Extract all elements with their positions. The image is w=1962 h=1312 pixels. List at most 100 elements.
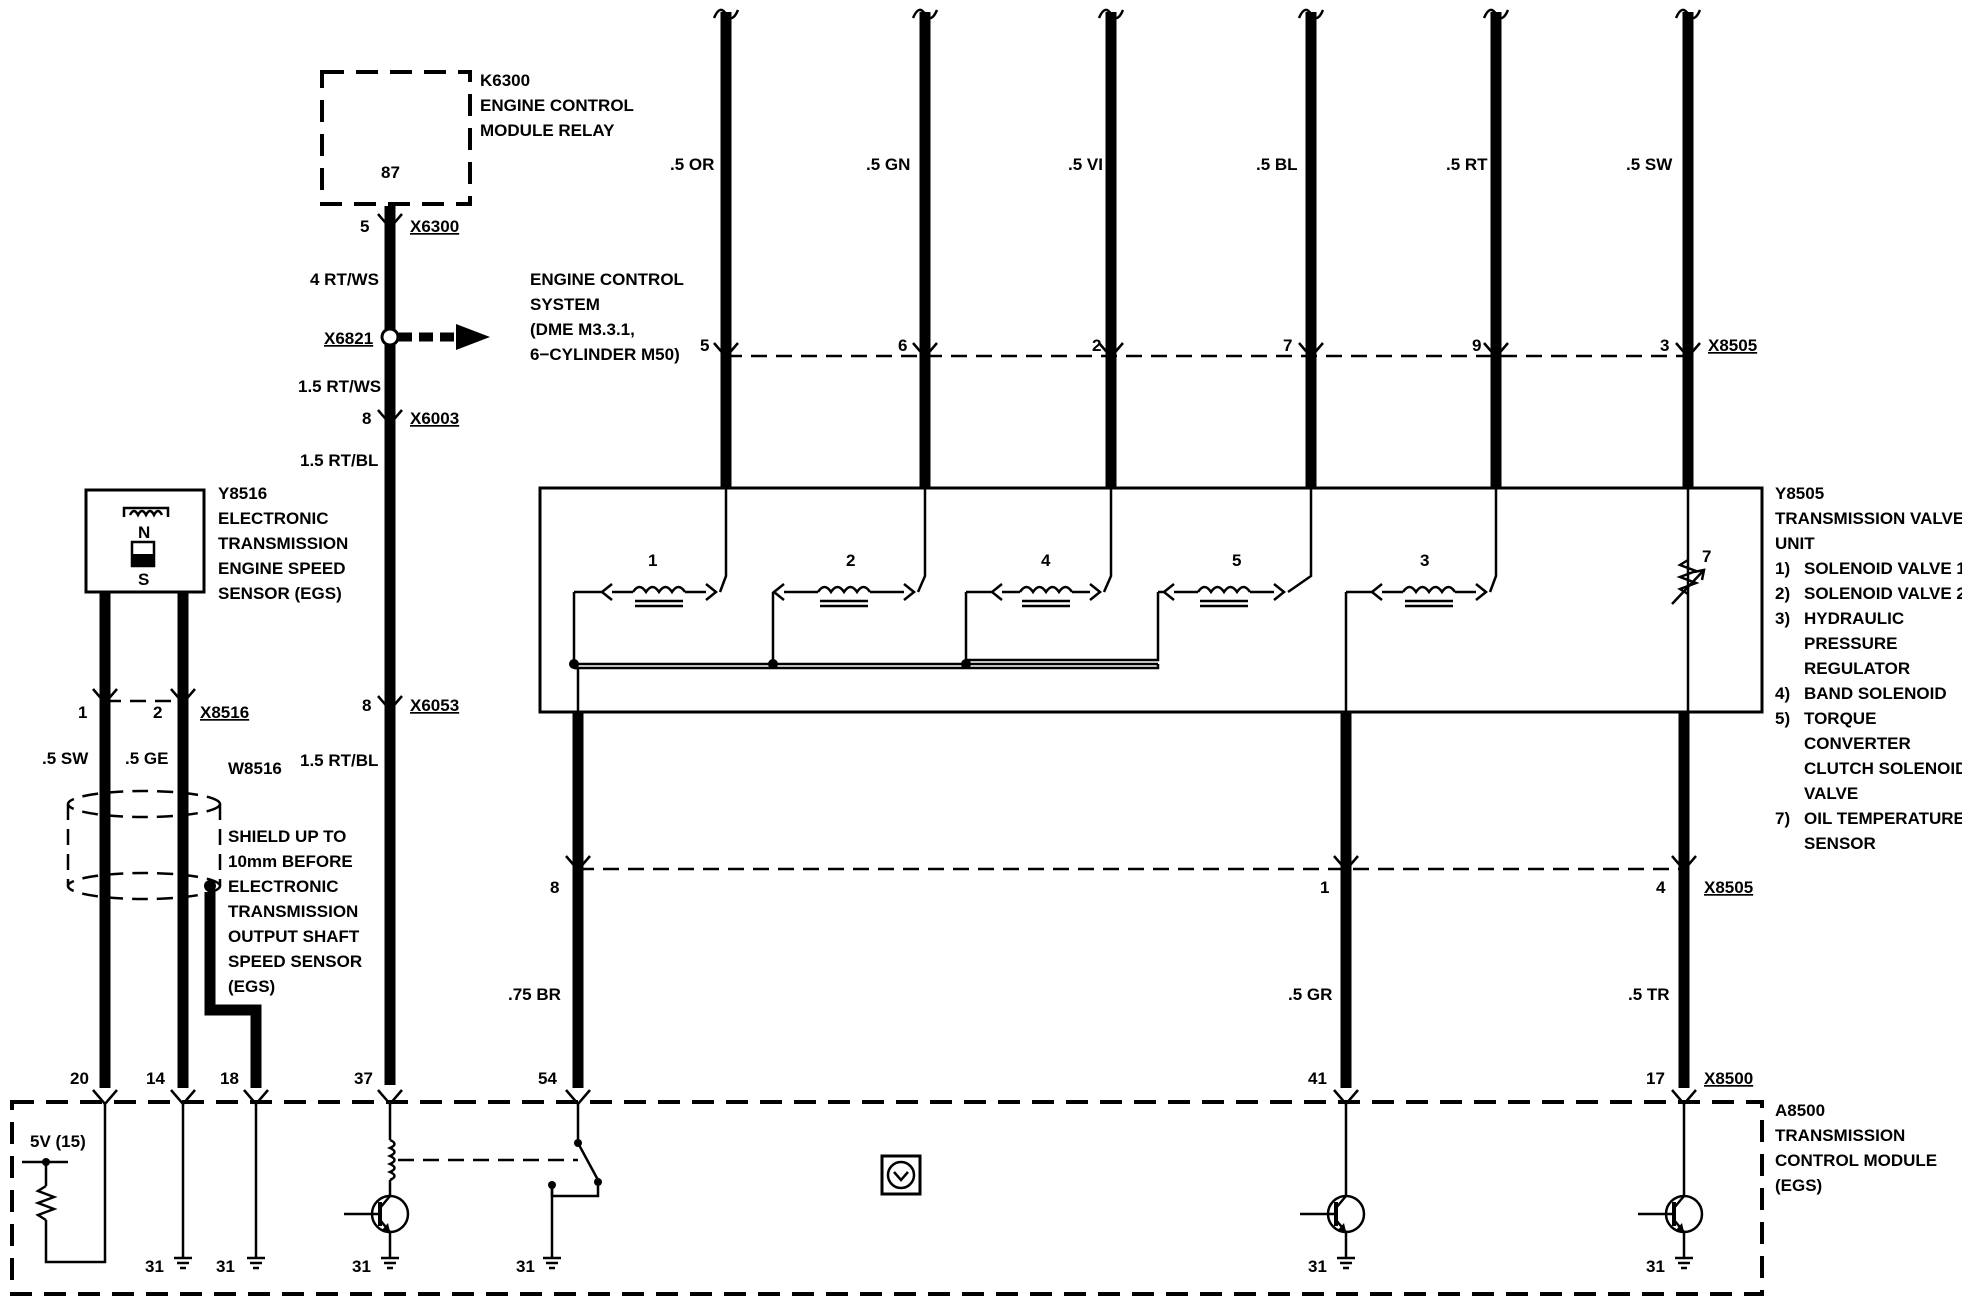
- shield-line4: TRANSMISSION: [228, 902, 358, 921]
- wire-break: [1674, 8, 1702, 20]
- ground-label: 31: [352, 1257, 371, 1276]
- module-line1: TRANSMISSION: [1775, 1126, 1905, 1145]
- valve-unit-box: [538, 486, 1764, 714]
- wire-15rtbl-a: 1.5 RT/BL: [300, 451, 378, 470]
- shield-line2: 10mm BEFORE: [228, 852, 353, 871]
- solenoid-arrow: [1273, 583, 1287, 601]
- top-wire-3-pin: 7: [1283, 336, 1292, 355]
- module-internal-wiring: [22, 1104, 1686, 1264]
- legend-text: TORQUE: [1804, 709, 1876, 728]
- resistor-icon: [34, 1184, 58, 1222]
- transistor-icon: [1638, 1194, 1704, 1258]
- solenoid-coil-icon: [1018, 585, 1074, 595]
- relay-coil-icon: [386, 1138, 396, 1182]
- return-bus: [574, 664, 1160, 670]
- shield-bottom: [66, 871, 222, 901]
- bottom-wire-2-color: .5 TR: [1628, 985, 1670, 1004]
- ecm-connector-label: X8500: [1704, 1069, 1753, 1088]
- sensor-label: 7: [1702, 547, 1711, 566]
- connector-chevron: [170, 688, 196, 705]
- transistor-icon: [344, 1194, 410, 1258]
- connector-chevron: [377, 213, 403, 230]
- valve-unit-title1: TRANSMISSION VALVE: [1775, 509, 1962, 528]
- shield-line7: (EGS): [228, 977, 275, 996]
- shield-line3: ELECTRONIC: [228, 877, 339, 896]
- connector-chevron: [92, 688, 118, 705]
- legend-text: CLUTCH SOLENOID: [1804, 759, 1962, 778]
- legend-text: VALVE: [1804, 784, 1858, 803]
- legend-num: 4): [1775, 684, 1790, 703]
- top-wire-2-pin: 2: [1092, 336, 1101, 355]
- pin-x6300: 5: [360, 217, 369, 236]
- ecs-arrow-head: [456, 324, 490, 350]
- sensor-wire1-color: .5 SW: [42, 749, 89, 768]
- ecm-pin-18: 18: [220, 1069, 239, 1088]
- solenoid-supply: [916, 488, 927, 593]
- ground-icon: [1675, 1256, 1693, 1270]
- top-wire-5-color: .5 SW: [1626, 155, 1673, 174]
- splice-x6821: X6821: [324, 329, 373, 348]
- solenoid-arrow: [1369, 583, 1383, 601]
- speed-sensor-line2: TRANSMISSION: [218, 534, 348, 553]
- top-wire-0-pin: 5: [700, 336, 709, 355]
- legend-text: OIL TEMPERATURE: [1804, 809, 1962, 828]
- ecm-pin-20: 20: [70, 1069, 89, 1088]
- solenoid-label-1: 2: [846, 551, 855, 570]
- top-wire-3-color: .5 BL: [1256, 155, 1298, 174]
- solenoid-arrow: [903, 583, 917, 601]
- speed-sensor-box: [84, 488, 206, 594]
- ground-label: 31: [145, 1257, 164, 1276]
- wire-15rtbl-b: 1.5 RT/BL: [300, 751, 378, 770]
- legend-text: PRESSURE: [1804, 634, 1898, 653]
- bottom-wire-1-color: .5 GR: [1288, 985, 1332, 1004]
- relay-box: [320, 70, 472, 206]
- valve-unit-title2: UNIT: [1775, 534, 1815, 553]
- sensor-pin1: 1: [78, 703, 87, 722]
- ecs-line1: ENGINE CONTROL: [530, 270, 684, 289]
- junction-dot: [569, 659, 579, 669]
- ecs-line2: SYSTEM: [530, 295, 600, 314]
- pin-x6003: 8: [362, 409, 371, 428]
- temp-sensor-arrow: [1693, 568, 1706, 581]
- connector-chevron: [377, 695, 403, 712]
- shield-drain-wire: [204, 892, 262, 1088]
- legend-num: 2): [1775, 584, 1790, 603]
- wire-4rtws: 4 RT/WS: [310, 270, 379, 289]
- wire-break: [712, 8, 740, 20]
- module-box: [10, 1100, 1764, 1296]
- ground-icon: [381, 1256, 399, 1270]
- ground-label: 31: [516, 1257, 535, 1276]
- sensor-coil-frame: [122, 506, 170, 517]
- wire-break: [1297, 8, 1325, 20]
- top-wire-4-pin: 9: [1472, 336, 1481, 355]
- solenoid-label-3: 5: [1232, 551, 1241, 570]
- module-line3: (EGS): [1775, 1176, 1822, 1195]
- bottom-wire-0-pin: 8: [550, 878, 559, 897]
- top-connector-chevrons: [713, 342, 1701, 359]
- wire-break: [911, 8, 939, 20]
- legend-text: HYDRAULIC: [1804, 609, 1904, 628]
- speed-sensor-line3: ENGINE SPEED: [218, 559, 346, 578]
- module-line2: CONTROL MODULE: [1775, 1151, 1937, 1170]
- shield-top: [66, 789, 222, 819]
- conn-x6300: X6300: [410, 217, 459, 236]
- solenoid-arrow: [989, 583, 1003, 601]
- legend-text: BAND SOLENOID: [1804, 684, 1947, 703]
- solenoid-supply: [1287, 488, 1313, 594]
- sensor-n: N: [138, 523, 150, 542]
- wire-15rtws: 1.5 RT/WS: [298, 377, 381, 396]
- ground-icon: [174, 1256, 192, 1270]
- sensor-magnet-pole: [132, 554, 154, 566]
- speed-sensor-line1: ELECTRONIC: [218, 509, 329, 528]
- return-wire: [966, 592, 1160, 662]
- relay-name-line2: MODULE RELAY: [480, 121, 615, 140]
- return-wire: [574, 666, 580, 712]
- sensor-wire2-color: .5 GE: [125, 749, 168, 768]
- solenoid-coil-icon: [631, 585, 687, 595]
- legend-num: 7): [1775, 809, 1790, 828]
- junction-dot: [768, 659, 778, 669]
- bottom-wire-1-pin: 1: [1320, 878, 1329, 897]
- legend-text: SENSOR: [1804, 834, 1876, 853]
- connector-chevron: [377, 409, 403, 426]
- legend-text: SOLENOID VALVE 1: [1804, 559, 1962, 578]
